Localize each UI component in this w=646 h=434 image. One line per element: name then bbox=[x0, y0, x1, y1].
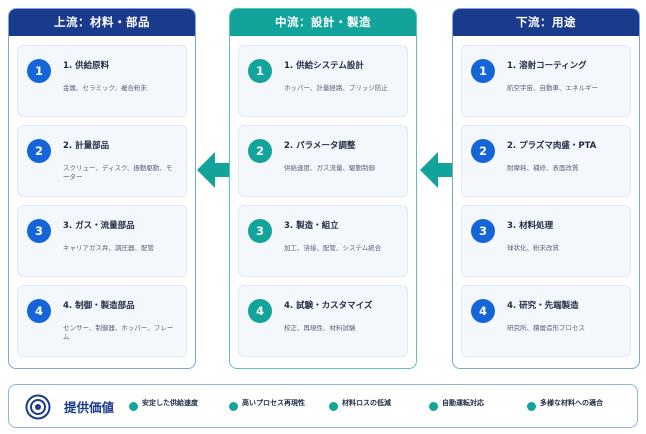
value-label: 高いプロセス再現性 bbox=[242, 399, 305, 407]
step-badge: 4 bbox=[27, 299, 51, 323]
card-midstream-2: 2 2. パラメータ調整 供給速度、ガス流量、駆動制御 bbox=[238, 125, 408, 197]
bullet-dot-icon bbox=[429, 402, 438, 411]
step-badge: 4 bbox=[248, 299, 272, 323]
card-desc: キャリアガス弁、調圧器、配管 bbox=[63, 244, 154, 252]
card-upstream-4: 4 4. 制御・製造部品 センサー、制御器、ホッパー、フレーム bbox=[17, 285, 187, 357]
card-title: 2. パラメータ調整 bbox=[284, 141, 356, 151]
card-upstream-3: 3 3. ガス・流量部品 キャリアガス弁、調圧器、配管 bbox=[17, 205, 187, 277]
step-badge: 4 bbox=[471, 299, 495, 323]
step-badge: 3 bbox=[27, 219, 51, 243]
card-desc: 球状化、粉末改質 bbox=[507, 244, 559, 252]
step-badge: 1 bbox=[471, 59, 495, 83]
column-midstream-title: 中流：設計・製造 bbox=[230, 9, 416, 36]
step-badge: 1 bbox=[27, 59, 51, 83]
card-title: 2. 計量部品 bbox=[63, 141, 110, 151]
column-upstream-title: 上流：材料・部品 bbox=[9, 9, 195, 36]
card-downstream-2: 2 2. プラズマ肉盛・PTA 耐摩耗、補修、表面改質 bbox=[461, 125, 631, 197]
card-desc: 校正、再現性、材料試験 bbox=[284, 324, 356, 332]
column-downstream-title: 下流：用途 bbox=[453, 9, 639, 36]
bullet-dot-icon bbox=[329, 402, 338, 411]
card-title: 3. ガス・流量部品 bbox=[63, 221, 135, 231]
card-title: 4. 試験・カスタマイズ bbox=[284, 301, 373, 311]
card-downstream-3: 3 3. 材料処理 球状化、粉末改質 bbox=[461, 205, 631, 277]
column-upstream: 上流：材料・部品 1 1. 供給原料 金属、セラミック、複合粉末 2 2. 計量… bbox=[8, 8, 196, 369]
column-downstream: 下流：用途 1 1. 溶射コーティング 航空宇宙、自動車、エネルギー 2 2. … bbox=[452, 8, 640, 369]
card-downstream-1: 1 1. 溶射コーティング 航空宇宙、自動車、エネルギー bbox=[461, 45, 631, 117]
card-desc: 加工、溶接、配管、システム統合 bbox=[284, 244, 382, 252]
card-desc: 航空宇宙、自動車、エネルギー bbox=[507, 84, 598, 92]
flow-arrow-left-icon bbox=[197, 152, 241, 188]
card-title: 1. 溶射コーティング bbox=[507, 61, 587, 71]
card-desc: 金属、セラミック、複合粉末 bbox=[63, 84, 147, 92]
value-bar: 提供価値 安定した供給速度 高いプロセス再現性 材料ロスの低減 自動運転対応 多… bbox=[8, 384, 638, 428]
bullet-dot-icon bbox=[527, 402, 536, 411]
step-badge: 1 bbox=[248, 59, 272, 83]
value-label: 安定した供給速度 bbox=[142, 399, 198, 407]
column-midstream: 中流：設計・製造 1 1. 供給システム設計 ホッパー、計量経路、ブリッジ防止 … bbox=[229, 8, 417, 369]
step-badge: 3 bbox=[248, 219, 272, 243]
bullet-dot-icon bbox=[129, 402, 138, 411]
card-desc: 耐摩耗、補修、表面改質 bbox=[507, 164, 579, 172]
value-label: 材料ロスの低減 bbox=[342, 399, 391, 407]
step-badge: 2 bbox=[248, 139, 272, 163]
card-desc: センサー、制御器、ホッパー、フレーム bbox=[63, 324, 174, 341]
card-midstream-1: 1 1. 供給システム設計 ホッパー、計量経路、ブリッジ防止 bbox=[238, 45, 408, 117]
flow-arrow-left-icon bbox=[420, 152, 464, 188]
card-upstream-2: 2 2. 計量部品 スクリュー、ディスク、振動駆動、モーター bbox=[17, 125, 187, 197]
value-label: 自動運転対応 bbox=[442, 399, 484, 407]
card-title: 4. 研究・先端製造 bbox=[507, 301, 579, 311]
card-desc: スクリュー、ディスク、振動駆動、モーター bbox=[63, 164, 173, 181]
card-title: 3. 製造・組立 bbox=[284, 221, 339, 231]
step-badge: 2 bbox=[471, 139, 495, 163]
card-midstream-3: 3 3. 製造・組立 加工、溶接、配管、システム統合 bbox=[238, 205, 408, 277]
card-desc: ホッパー、計量経路、ブリッジ防止 bbox=[284, 84, 388, 92]
card-title: 3. 材料処理 bbox=[507, 221, 554, 231]
card-title: 1. 供給システム設計 bbox=[284, 61, 364, 71]
value-label: 多様な材料への適合 bbox=[540, 399, 603, 407]
card-desc: 研究所、積層造形プロセス bbox=[507, 324, 585, 332]
card-desc: 供給速度、ガス流量、駆動制御 bbox=[284, 164, 375, 172]
step-badge: 3 bbox=[471, 219, 495, 243]
card-midstream-4: 4 4. 試験・カスタマイズ 校正、再現性、材料試験 bbox=[238, 285, 408, 357]
step-badge: 2 bbox=[27, 139, 51, 163]
card-title: 2. プラズマ肉盛・PTA bbox=[507, 141, 597, 151]
bullet-dot-icon bbox=[229, 402, 238, 411]
card-title: 4. 制御・製造部品 bbox=[63, 301, 135, 311]
target-icon bbox=[25, 394, 51, 420]
card-downstream-4: 4 4. 研究・先端製造 研究所、積層造形プロセス bbox=[461, 285, 631, 357]
value-title: 提供価値 bbox=[64, 400, 115, 415]
card-upstream-1: 1 1. 供給原料 金属、セラミック、複合粉末 bbox=[17, 45, 187, 117]
card-title: 1. 供給原料 bbox=[63, 61, 110, 71]
